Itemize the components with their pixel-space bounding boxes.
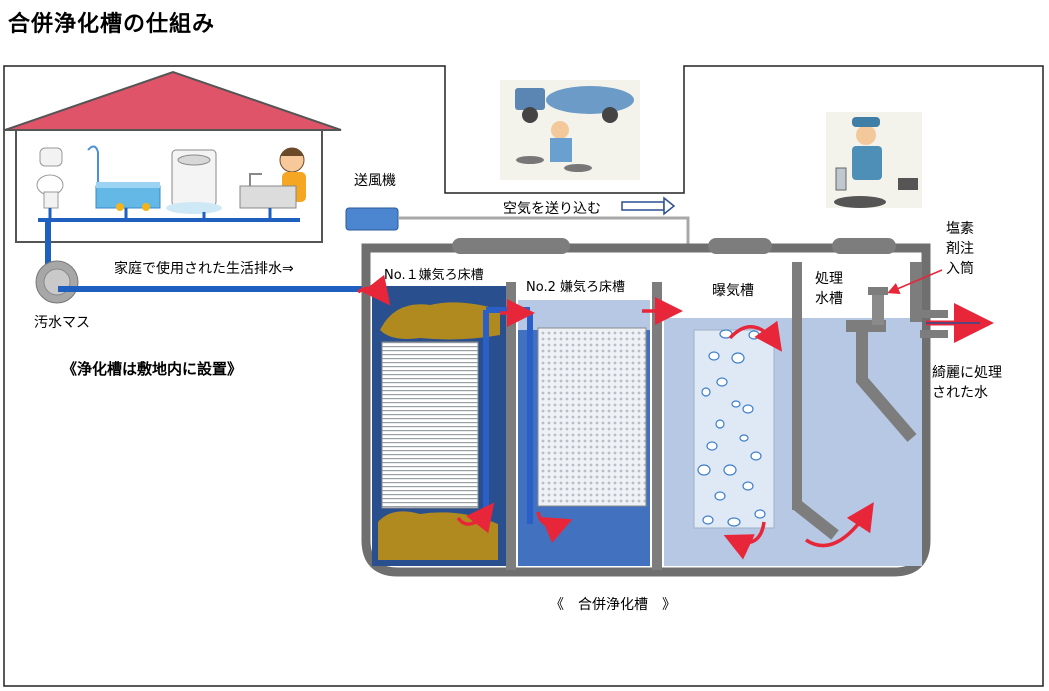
site-boundary: [3, 65, 1044, 687]
chamber2-filter: [537, 327, 647, 507]
chlorine-pointer: [887, 269, 943, 295]
air-flow-label: 空気を送り込む: [503, 201, 601, 217]
house: [4, 70, 342, 278]
manhole-2: [708, 238, 772, 254]
inspector-icon: [826, 112, 922, 208]
chamber1-scum: [380, 302, 500, 340]
installed-note: 《浄化槽は敷地内に設置》: [62, 360, 243, 378]
flow-arrows: [356, 274, 874, 560]
washing-machine-icon: [166, 149, 222, 214]
blower-label: 送風機: [354, 173, 396, 189]
diagonal-baffle: [793, 500, 839, 540]
aeration-bubbles: [697, 329, 766, 527]
transfer-pipe-3: [652, 282, 662, 312]
treated-top-box: [910, 262, 922, 322]
sewage-basin: [35, 260, 79, 304]
chamber1-label: No.１嫌気ろ床槽: [384, 268, 484, 283]
house-roof: [4, 70, 342, 131]
chlorine-injector: [868, 287, 888, 325]
chamber1-filter: [381, 341, 479, 509]
treated-tank-label-1: 処理: [815, 271, 843, 287]
outlet-pipe: [920, 310, 948, 338]
aeration-label: 曝気槽: [712, 283, 754, 299]
clean-water-label-1: 綺麗に処理: [932, 365, 1002, 381]
vacuum-truck-icon: [500, 80, 640, 180]
clean-water-label-2: された水: [932, 385, 988, 401]
chlorine-label-2: 剤注: [946, 241, 974, 257]
tank-caption: 《 合併浄化槽 》: [550, 597, 676, 613]
aeration-column: [693, 329, 775, 529]
bathtub-icon: [87, 145, 161, 211]
kitchen-sink-icon: [239, 147, 306, 209]
chamber2-label: No.2 嫌気ろ床槽: [526, 280, 625, 295]
household-wastewater-label: 家庭で使用された生活排水⇒: [114, 261, 294, 277]
manhole-1: [452, 238, 570, 254]
sewage-basin-label: 汚水マス: [34, 315, 90, 331]
partition-1: [506, 282, 516, 570]
toilet-icon: [36, 147, 64, 209]
treated-inner-pipe: [846, 320, 917, 442]
chamber2-upper-water: [518, 300, 650, 330]
page-title: 合併浄化槽の仕組み: [8, 12, 216, 37]
chlorine-label-1: 塩素: [946, 221, 974, 237]
manhole-3: [832, 238, 896, 254]
air-arrow: [621, 196, 676, 216]
chlorine-label-3: 入筒: [946, 261, 974, 277]
treated-tank-label-2: 水槽: [815, 291, 843, 307]
partition-2: [652, 282, 662, 570]
partition-3: [792, 262, 802, 510]
blower-unit: [345, 207, 399, 231]
